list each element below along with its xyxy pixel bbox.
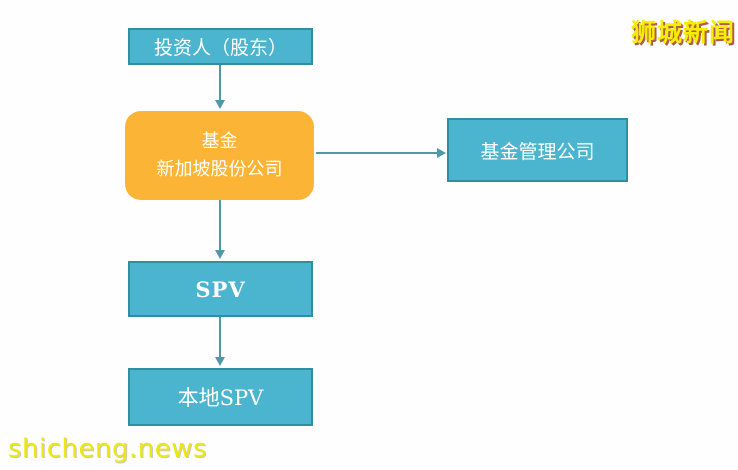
fund-manager-node-label: 基金管理公司 [480,140,595,163]
arrow-fund-to-manager-line [316,152,438,154]
arrow-investor-to-fund-line [219,65,221,101]
arrow-investor-to-fund-head-icon [215,100,225,109]
investor-node-label: 投资人（股东） [153,37,287,59]
watermark: shicheng.news [8,434,208,464]
fund-manager-node: 基金管理公司 [447,118,628,182]
arrow-spv-to-local-spv-line [219,317,221,358]
arrow-spv-to-local-spv-head-icon [215,357,225,366]
investor-node: 投资人（股东） [128,28,313,65]
fund-node-label-line1: 基金 [201,130,238,152]
arrow-fund-to-spv-head-icon [215,250,225,259]
fund-node-label-line2: 新加坡股份公司 [156,158,283,180]
local-spv-node-label: 本地SPV [177,386,264,410]
spv-node: SPV [128,261,313,317]
arrow-fund-to-manager-head-icon [437,148,446,158]
fund-node: 基金 新加坡股份公司 [125,111,314,200]
arrow-fund-to-spv-line [219,200,221,251]
spv-node-label: SPV [195,276,246,302]
local-spv-node: 本地SPV [128,368,313,426]
site-logo: 狮城新闻 [630,18,735,47]
